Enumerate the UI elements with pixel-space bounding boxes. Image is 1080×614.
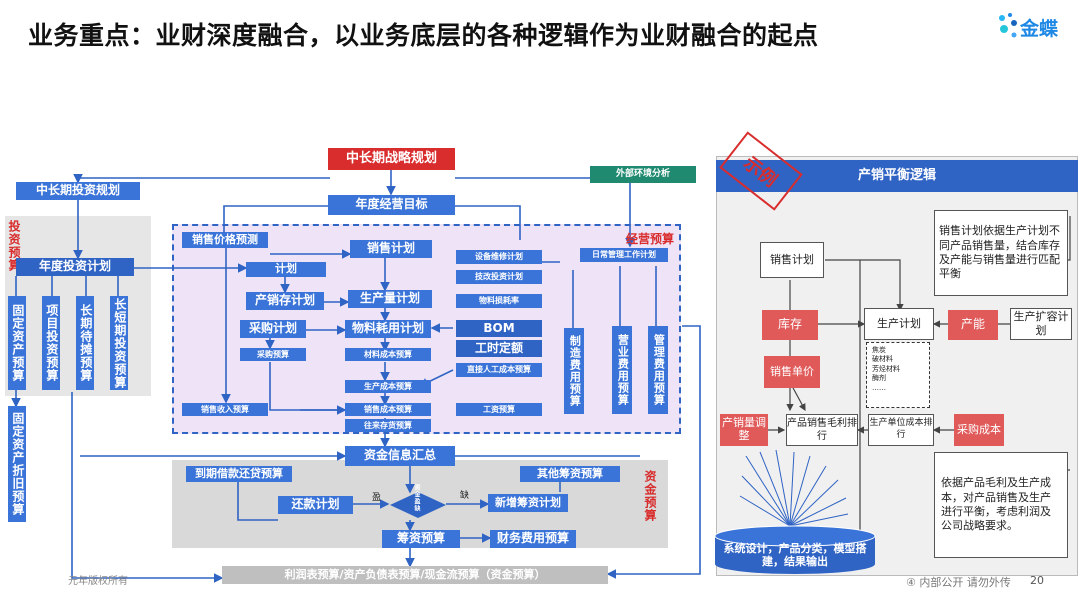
prod-cost-box: 生产成本预算: [345, 380, 431, 393]
copyright: 元年版权所有: [68, 576, 128, 587]
r-unit-price: 销售单价: [764, 356, 820, 388]
cash-summary-box: 资金信息汇总: [345, 446, 455, 466]
mgmt-box: 管理费用预算: [648, 326, 668, 414]
price-box: 销售价格预测: [182, 232, 268, 248]
page-number: 20: [1030, 574, 1044, 587]
desc1-box: 销售计划依据生产计划不同产品销售量，结合库存及产能与销售量进行匹配平衡: [934, 210, 1068, 296]
r-unit-cost-rank: 生产单位成本排行: [868, 414, 934, 446]
sales-income-box: 销售收入预算: [182, 403, 268, 416]
wage-box: 工资预算: [456, 403, 542, 416]
fin-cost-box: 财务费用预算: [490, 530, 576, 548]
info-icon: ④: [906, 576, 920, 589]
depr-box: 固定资产折旧预算: [8, 406, 26, 522]
labor-box: 工时定额: [456, 340, 542, 357]
r-prod-plan: 生产计划: [864, 308, 934, 340]
r-sales-volume: 产销量调整: [720, 414, 768, 446]
sales-plan-box: 销售计划: [350, 240, 432, 258]
materials-list: 焦炭 破材料 芳烃材料 酶剂 ……: [866, 342, 930, 408]
equip-box: 设备维修计划: [456, 250, 542, 264]
system-text: 系统设计，产品分类，模型搭建，结果输出: [723, 542, 867, 568]
mfg-box: 制造费用预算: [564, 328, 584, 414]
material-item: 破材料: [872, 355, 893, 364]
daily-box: 日常管理工作计划: [580, 248, 668, 262]
tech-box: 技改投资计划: [456, 270, 542, 284]
plan-box: 计划: [246, 262, 326, 277]
invest-col-2: 长期待摊预算: [76, 296, 94, 390]
surplus-label: 盈: [372, 493, 382, 503]
footer-text: 内部公开 请勿外传: [919, 576, 1011, 589]
material-item: 焦炭: [872, 346, 886, 354]
material-cost-box: 材料成本预算: [345, 348, 431, 361]
balance-label: 资金盈缺: [413, 484, 420, 512]
stamp-text: 示例: [739, 152, 781, 192]
r-gross-rank: 产品销售毛利排行: [786, 414, 858, 446]
purchase-budget-box: 采购预算: [240, 348, 306, 361]
prod-plan-box: 生产量计划: [348, 290, 432, 308]
strategy-box: 中长期战略规划: [328, 148, 455, 170]
invest-col-3: 长短期投资预算: [110, 296, 128, 390]
annual-goal-box: 年度经营目标: [328, 195, 455, 215]
right-header: 产销平衡逻辑: [716, 160, 1078, 192]
r-expand: 生产扩容计划: [1010, 308, 1072, 340]
due-loan-box: 到期借款还贷预算: [186, 466, 292, 482]
fund-budget-tag: 资金预算: [643, 470, 657, 522]
new-loan-box: 新增筹资计划: [488, 494, 568, 512]
purchase-box: 采购计划: [240, 320, 306, 338]
radiating-lines: [739, 449, 849, 527]
invest-col-0: 固定资产预算: [8, 296, 26, 390]
r-purchase-cost: 采购成本: [954, 414, 1004, 446]
kingdee-logo: [994, 10, 1074, 44]
material-item: 酶剂: [872, 374, 886, 383]
sales-cost-box: 销售成本预算: [345, 403, 431, 416]
footer-label: ④ 内部公开 请勿外传: [906, 574, 1011, 590]
direct-labor-box: 直接人工成本预算: [456, 363, 542, 377]
opex-box: 营业费用预算: [612, 326, 632, 414]
r-sales-plan: 销售计划: [760, 242, 824, 278]
logo-text: 金蝶: [1020, 18, 1059, 40]
material-item: ……: [872, 383, 886, 392]
ar-inv-box: 往来存货预算: [345, 419, 431, 432]
other-fin-box: 其他筹资预算: [520, 466, 620, 482]
material-item: 芳烃材料: [872, 364, 900, 373]
prod-inv-box: 产销存计划: [246, 292, 324, 310]
repay-box: 还款计划: [278, 496, 353, 514]
invest-plan-box: 中长期投资规划: [16, 182, 140, 200]
r-capacity: 产能: [948, 310, 998, 340]
page-title: 业务重点：业财深度融合，以业务底层的各种逻辑作为业财融合的起点: [28, 21, 819, 50]
env-box: 外部环境分析: [590, 166, 696, 183]
r-inventory: 库存: [762, 310, 818, 340]
kingdee-dots-icon: [999, 13, 1017, 38]
final-box: 利润表预算/资产负债表预算/现金流预算（资金预算）: [222, 566, 608, 584]
bom-box: BOM: [456, 320, 542, 337]
shortage-label: 缺: [460, 491, 470, 501]
desc2-box: 依据产品毛利及生产成本，对产品销售及生产进行平衡，考虑利润及公司战略要求。: [934, 452, 1068, 558]
ops-budget-tag: 经营预算: [626, 232, 675, 246]
material-plan-box: 物料耗用计划: [345, 320, 431, 338]
invest-col-1: 项目投资预算: [42, 296, 60, 390]
fin-budget-box: 筹资预算: [382, 530, 460, 548]
material-loss-box: 物料损耗率: [456, 294, 542, 308]
annual-invest-box: 年度投资计划: [16, 258, 134, 276]
